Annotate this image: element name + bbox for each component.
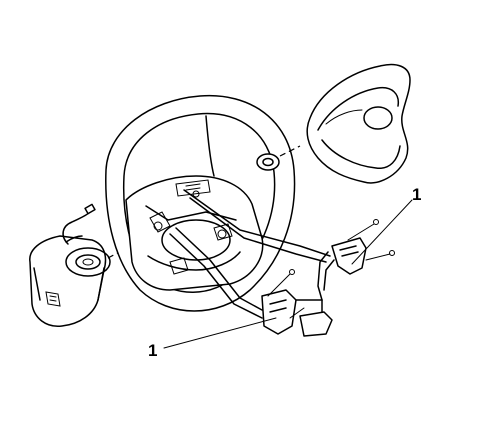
steering-wheel-nut (256, 145, 301, 171)
callout-label: 1 (148, 341, 157, 360)
clock-spring-assembly (29, 203, 151, 327)
airbag-module (306, 63, 411, 184)
steering-wheel (105, 94, 296, 312)
callout-upper-right: 1 (351, 185, 421, 265)
switch-bracket-lower (261, 269, 333, 337)
wiring-harness (169, 189, 331, 319)
callout-label: 1 (412, 185, 421, 204)
switch-bracket-right (317, 219, 395, 301)
callout-lower-left: 1 (148, 317, 277, 360)
